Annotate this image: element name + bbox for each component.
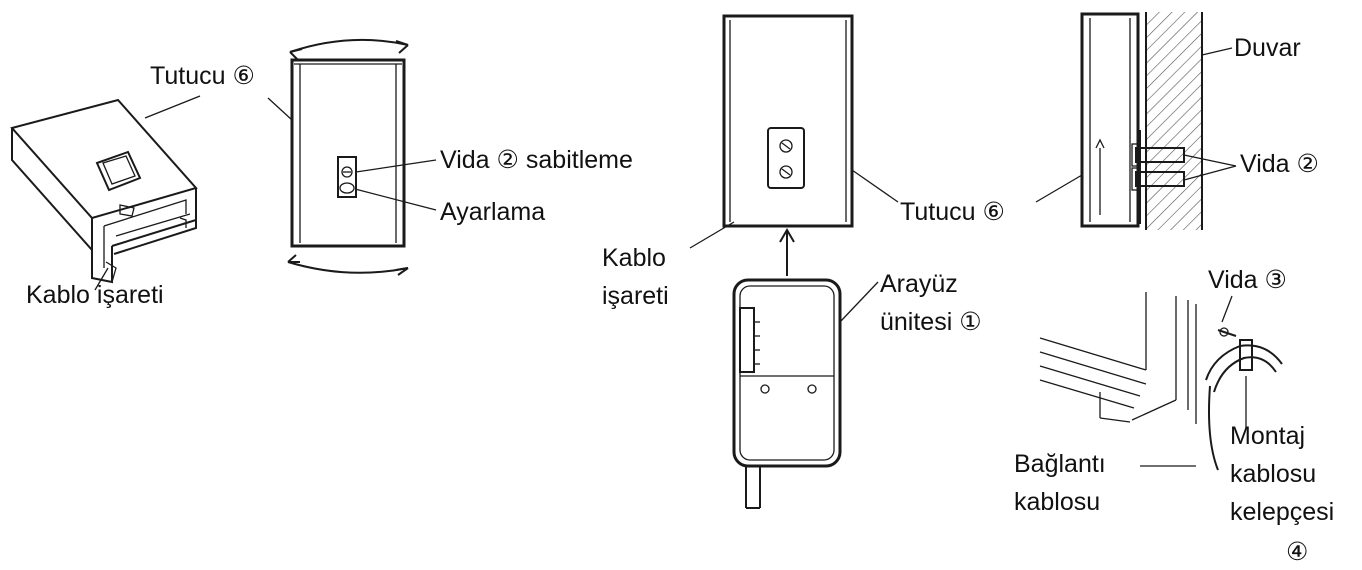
leader-vida2-b (1183, 165, 1237, 181)
label-vida2-right: Vida ② (1240, 150, 1319, 178)
label-kablosu-2: kablosu (1230, 460, 1316, 488)
leader-ayarlama (354, 188, 437, 211)
label-ayarlama: Ayarlama (440, 198, 545, 226)
leader-tutucu-wall (1035, 174, 1083, 203)
wall-mount-figure (1080, 12, 1203, 230)
leader-vida2-a (1183, 154, 1237, 167)
leader-arayuz (839, 281, 879, 323)
leader-tutucu-front (267, 97, 293, 121)
label-vida3: Vida ③ (1208, 266, 1287, 294)
leader-tutucu-left (144, 95, 201, 119)
label-unitesi: ünitesi ① (880, 308, 982, 336)
leader-duvar (1201, 47, 1233, 56)
label-arayuz: Arayüz (880, 270, 958, 298)
label-tutucu-left: Tutucu ⑥ (150, 62, 255, 90)
label-tutucu-mid: Tutucu ⑥ (900, 198, 1005, 226)
label-kablo-isareti-left: Kablo işareti (26, 281, 164, 309)
label-baglanti: Bağlantı (1014, 450, 1106, 478)
label-duvar: Duvar (1234, 34, 1301, 62)
label-kablosu: kablosu (1014, 488, 1100, 516)
label-isareti: işareti (602, 282, 669, 310)
label-kelepcesi: kelepçesi (1230, 498, 1334, 526)
label-num4: ④ (1286, 538, 1308, 566)
holder-front-figure (287, 38, 409, 276)
label-vida-sabitleme: Vida ② sabitleme (440, 146, 633, 174)
holder-interface-figure (722, 14, 854, 509)
leader-vida-sabitleme (355, 159, 437, 173)
leader-kablo-left (94, 267, 109, 291)
label-kablo: Kablo (602, 244, 666, 272)
leader-kablo-mid (689, 221, 735, 249)
leader-vida3 (1221, 295, 1233, 323)
label-montaj: Montaj (1230, 422, 1305, 450)
leader-tutucu-mid (851, 169, 899, 203)
cable-clamp-figure (1039, 292, 1283, 471)
holder-box-figure (10, 98, 198, 284)
